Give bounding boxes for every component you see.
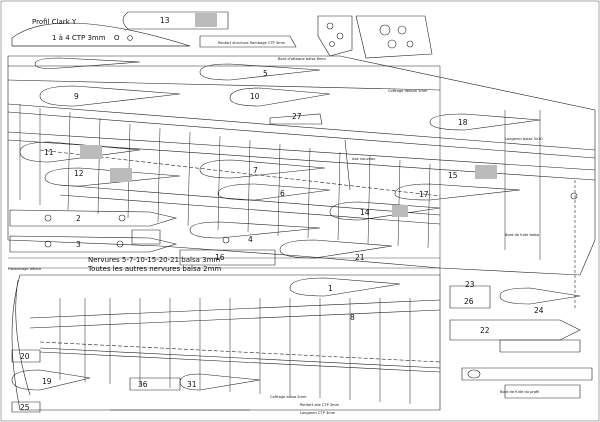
- part-12: 12: [74, 169, 84, 178]
- note-9: Longeron CTP 3mm: [300, 411, 336, 415]
- note-4: Bord de fuite balsa: [505, 233, 539, 237]
- part-7: 7: [253, 166, 258, 175]
- note-2: Coffrage dessus 1mm: [388, 89, 428, 93]
- note-3: Longeron balsa 3x10: [505, 137, 543, 141]
- part-27: 27: [292, 112, 302, 121]
- hole-mark: O: [114, 34, 120, 42]
- part-1: 1: [328, 284, 333, 293]
- part-36: 36: [138, 380, 148, 389]
- ribs-note-line1: Nervures 5-7-10-15-20-21 balsa 3mm: [88, 256, 220, 264]
- part-15: 15: [448, 171, 458, 180]
- part-13: 13: [160, 16, 170, 25]
- rib-template-13: [122, 11, 229, 30]
- part-14: 14: [360, 208, 370, 217]
- part-3: 3: [76, 240, 81, 249]
- note-0: Renfort structure flambage CTP 3mm: [218, 41, 286, 45]
- part-31: 31: [187, 380, 197, 389]
- bracket-left: [317, 15, 353, 57]
- spar-label: Axe nouveau: [352, 157, 375, 161]
- part-6: 6: [280, 189, 285, 198]
- part-18: 18: [458, 118, 468, 127]
- note-8: Bord de fuite du profil: [500, 390, 539, 394]
- part-23: 23: [465, 280, 475, 289]
- part-21: 21: [355, 253, 365, 262]
- wing-panel-bottom: [11, 274, 441, 411]
- reinforcement-strip: [199, 35, 297, 48]
- part-22: 22: [480, 326, 490, 335]
- part-16: 16: [215, 253, 225, 262]
- wing-panel-top: [7, 55, 596, 276]
- bracket-right: [355, 15, 433, 59]
- part-17: 17: [419, 190, 429, 199]
- part-2: 2: [76, 214, 81, 223]
- profile-title: Profil Clark Y: [32, 18, 77, 26]
- ribs-note-line2: Toutes les autres nervures balsa 2mm: [87, 265, 221, 273]
- part-19: 19: [42, 377, 52, 386]
- part-25: 25: [20, 403, 30, 412]
- note-6: Coffrage balsa 2mm: [270, 395, 307, 399]
- part-26: 26: [464, 297, 474, 306]
- note-1: Bord d'attaque balsa 6mm: [278, 57, 326, 61]
- part-10: 10: [250, 92, 260, 101]
- part-5: 5: [263, 69, 268, 78]
- part-11: 11: [44, 148, 54, 157]
- part-9: 9: [74, 92, 79, 101]
- part-4: 4: [248, 235, 253, 244]
- note-7: Renfort aile CTP 3mm: [300, 403, 340, 407]
- note-5: Haubanage dièdre: [8, 267, 42, 271]
- part-8: 8: [350, 313, 355, 322]
- part-20: 20: [20, 352, 30, 361]
- profile-subtitle: 1 à 4 CTP 3mm: [52, 34, 106, 42]
- part-24: 24: [534, 306, 544, 315]
